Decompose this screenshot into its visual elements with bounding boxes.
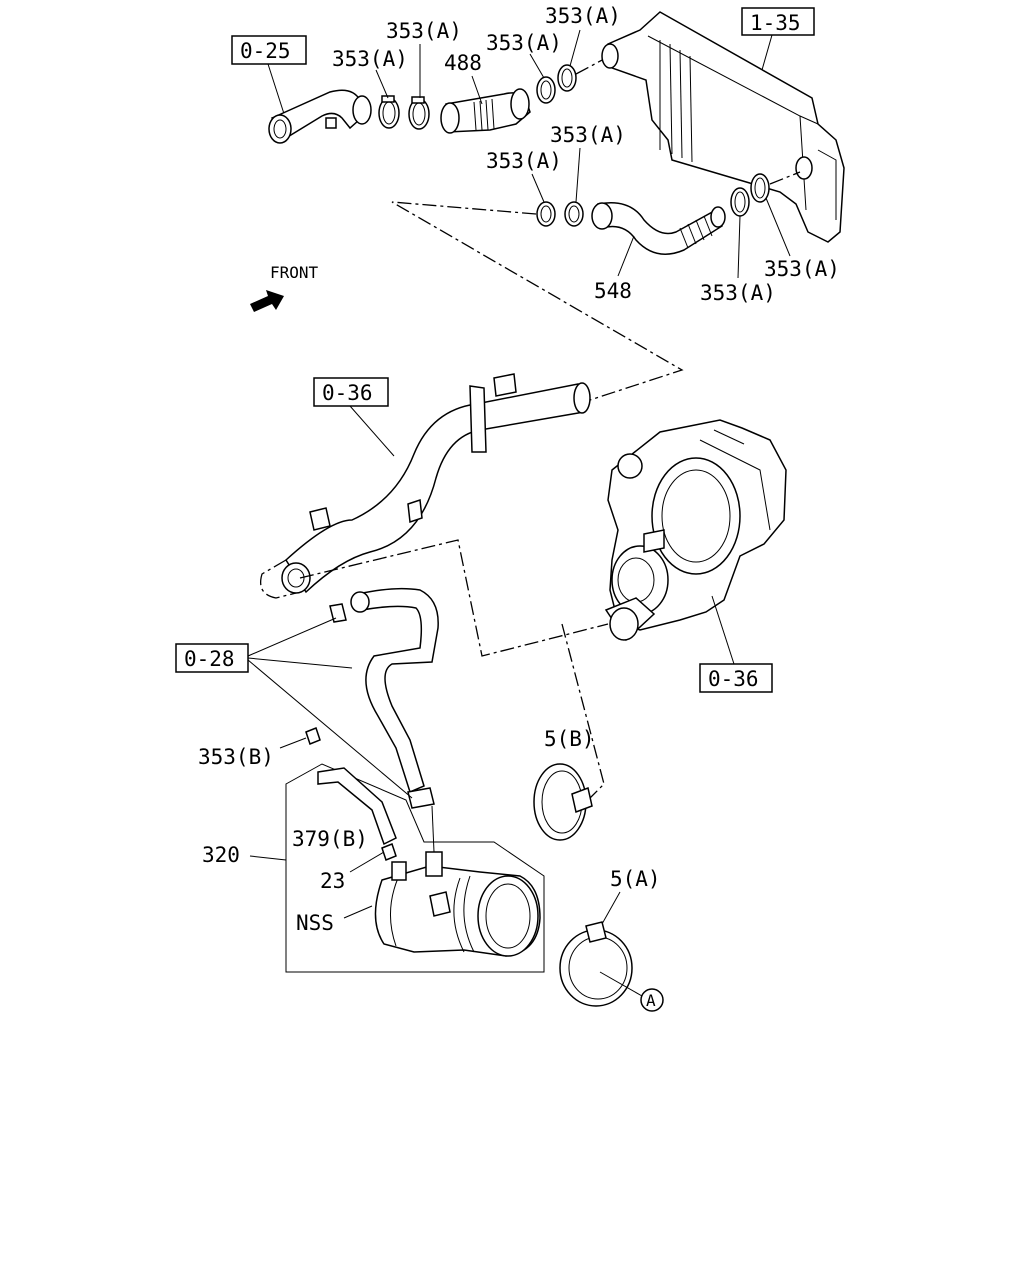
label-5a: 5(A) [610,867,661,891]
label-353a-4: 353(A) [545,4,621,28]
part-23 [381,843,397,861]
clamp-353a-upper-3 [536,76,556,104]
hose-379b [317,767,397,846]
hose-548 [591,202,726,255]
label-353a-2: 353(A) [386,19,462,43]
ref-box-0-25: 0-25 [231,35,307,65]
label-353b: 353(B) [198,745,274,769]
turbocharger [604,419,787,642]
connection-line-lower [299,539,609,657]
connection-line-upper [391,201,684,401]
clamp-353b [305,727,321,745]
front-label: FRONT [270,263,319,282]
leader-0-25 [267,63,287,121]
circle-a-icon [640,988,664,1012]
label-5b: 5(B) [544,727,595,751]
clamp-353a-ic-2 [730,187,750,217]
label-379b: 379(B) [292,827,368,851]
clamp-353a-upper-1 [378,95,400,129]
clamp-353a-upper-2 [408,96,430,130]
pipe-0-36 [259,373,591,599]
label-320: 320 [202,843,240,867]
ref-box-0-36-top [313,377,389,407]
label-548: 548 [594,279,632,303]
intercooler [601,11,845,243]
ref-label-0-28: 0-28 [184,647,235,671]
label-353a-1: 353(A) [332,47,408,71]
clamp-353a-ic-1 [750,173,770,203]
label-353a-7: 353(A) [700,281,776,305]
ref-label-0-25: 0-25 [240,39,291,63]
clamp-353a-mid-2 [564,201,584,227]
front-arrow-icon [250,290,284,312]
intake-duct [374,851,541,957]
clamp-5a [559,921,633,1007]
hose-488 [440,88,531,134]
label-23: 23 [320,869,345,893]
pipe-0-25 [268,89,372,144]
ref-box-0-36-right [699,663,773,693]
label-a: A [646,991,656,1010]
label-353a-3: 353(A) [486,31,562,55]
hose-0-28 [329,587,439,809]
ref-box-1-35 [741,7,815,36]
clamp-5b [533,763,593,841]
label-nss: NSS [296,911,334,935]
clamp-353a-upper-4 [557,64,577,92]
ref-label-1-35: 1-35 [750,11,801,35]
label-353a-8: 353(A) [764,257,840,281]
ref-label-0-36-right: 0-36 [708,667,759,691]
clamp-353a-mid-1 [536,201,556,227]
label-353a-5: 353(A) [486,149,562,173]
ref-label-0-36-top: 0-36 [322,381,373,405]
label-353a-6: 353(A) [550,123,626,147]
label-488: 488 [444,51,482,75]
